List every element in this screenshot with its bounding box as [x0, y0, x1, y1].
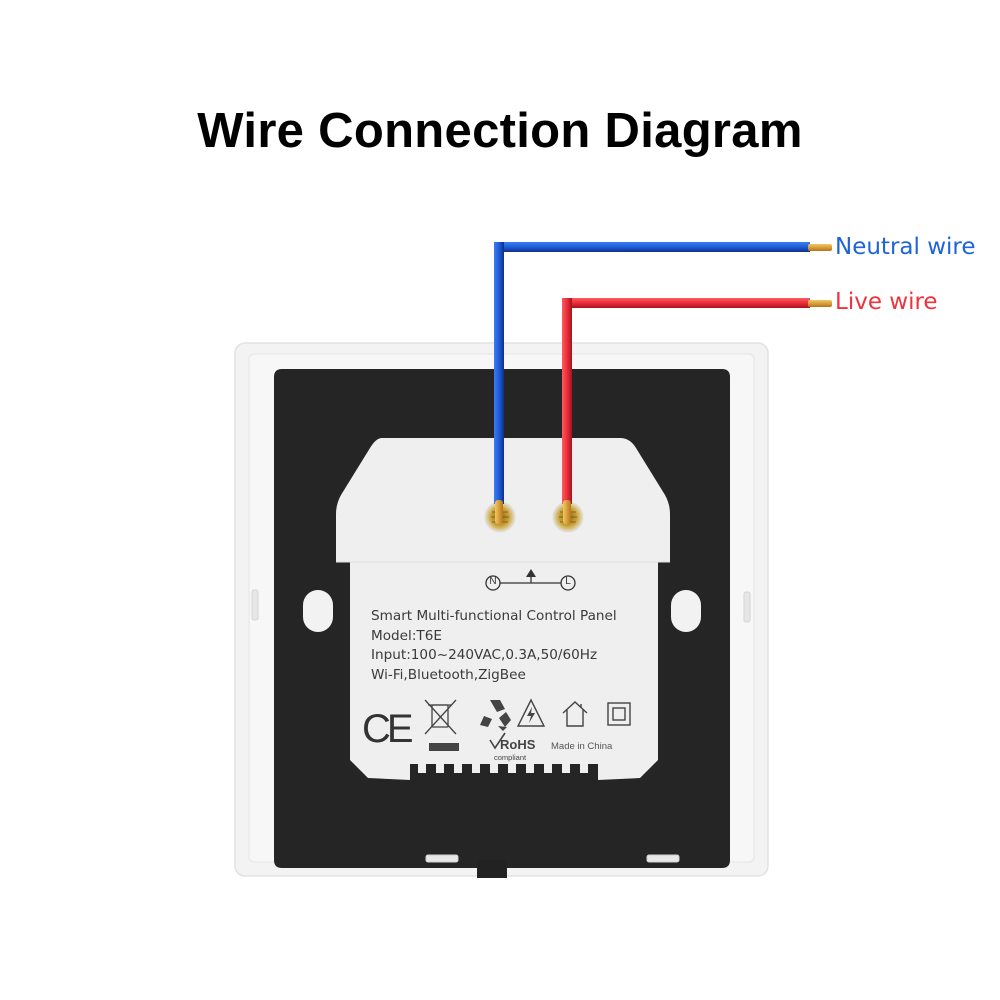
double-insulation-icon: [607, 702, 631, 726]
rohs-label: RoHS: [500, 737, 536, 752]
mounting-hole-right: [671, 590, 701, 632]
power-module: [336, 438, 670, 780]
model-number: Model:T6E: [371, 627, 442, 644]
live-wire-label: Live wire: [835, 289, 938, 315]
terminal-legend: [485, 569, 576, 591]
earth-arrow-icon: [526, 569, 536, 577]
connectivity: Wi-Fi,Bluetooth,ZigBee: [371, 666, 526, 683]
right-vent-slots: [658, 573, 670, 629]
live-wire: [562, 298, 832, 524]
neutral-wire-label: Neutral wire: [835, 234, 976, 260]
rohs-check-icon: [489, 732, 506, 750]
neutral-terminal-mark: N: [489, 576, 497, 587]
indoor-use-icon: [562, 701, 588, 727]
device-spec-label: Smart Multi-functional Control Panel Mod…: [371, 607, 617, 685]
live-terminal-mark: L: [565, 576, 571, 587]
rohs-compliant-label: compliant: [494, 753, 527, 762]
origin-label: Made in China: [551, 741, 613, 752]
recycle-icon: [480, 700, 511, 731]
weee-bin-icon: [424, 699, 459, 751]
left-vent-slots: [336, 573, 350, 629]
mounting-hole-left: [303, 590, 333, 632]
ce-mark-icon: CE: [362, 707, 414, 751]
product-name: Smart Multi-functional Control Panel: [371, 608, 617, 624]
high-voltage-icon: [516, 698, 546, 727]
input-rating: Input:100~240VAC,0.3A,50/60Hz: [371, 647, 598, 663]
page-title: Wire Connection Diagram: [197, 104, 803, 158]
neutral-wire: [494, 242, 832, 524]
